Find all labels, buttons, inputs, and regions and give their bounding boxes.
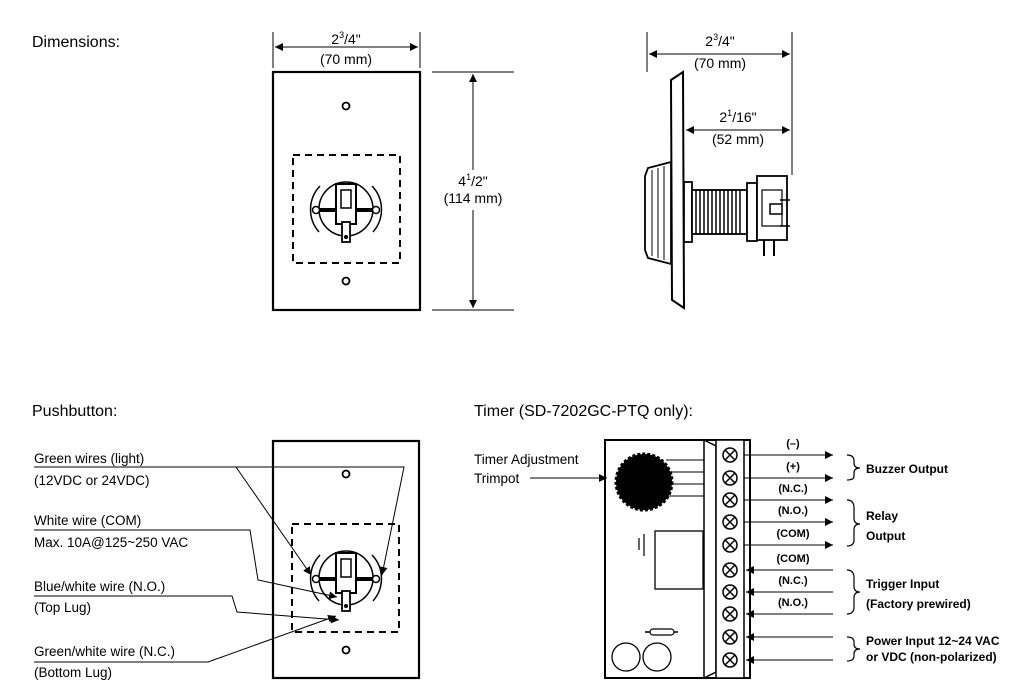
term-label-nc1: (N.C.) <box>778 483 808 495</box>
label-relay-1: Relay <box>866 509 898 523</box>
side-width-mm: (70 mm) <box>694 55 746 71</box>
side-depth-label: 21/16" <box>719 108 756 125</box>
label-green-wires: Green wires (light) <box>34 451 144 466</box>
label-green-wires-voltage: (12VDC or 24VDC) <box>34 473 150 488</box>
terminal-screw-slot <box>724 586 736 598</box>
label-buzzer-output: Buzzer Output <box>866 462 948 476</box>
label-blue-white-wire: Blue/white wire (N.O.) <box>34 579 165 594</box>
front-height-mm: (114 mm) <box>444 190 503 206</box>
front-height-label: 41/2" <box>458 172 487 189</box>
heading-timer: Timer (SD-7202GC-PTQ only): <box>474 403 693 420</box>
front-width-mm: (70 mm) <box>320 51 372 67</box>
label-trimpot-2: Trimpot <box>474 471 520 486</box>
terminal-screw-slot <box>724 539 736 551</box>
pushbutton-view: Green wires (light) (12VDC or 24VDC) Whi… <box>34 439 421 680</box>
terminal-screw-slot <box>724 654 736 666</box>
group-braces <box>846 454 861 662</box>
front-view: 23/4" (70 mm) 41/2" (114 mm) <box>271 30 514 312</box>
heading-pushbutton: Pushbutton: <box>32 403 117 420</box>
label-power-1: Power Input 12~24 VAC <box>866 634 1000 648</box>
term-label-plus: (+) <box>786 461 800 473</box>
label-blue-white-lug: (Top Lug) <box>34 600 91 615</box>
label-green-white-lug: (Bottom Lug) <box>34 665 112 680</box>
terminal-screw-slot <box>724 631 736 643</box>
term-label-minus: (–) <box>786 438 800 450</box>
terminal-screw-slot <box>724 608 736 620</box>
label-trigger-1: Trigger Input <box>866 577 939 591</box>
side-width-label: 23/4" <box>705 32 734 49</box>
term-label-com1: (COM) <box>777 528 810 540</box>
timer-board <box>604 438 751 680</box>
terminal-screw-slot <box>724 472 736 484</box>
heading-dimensions: Dimensions: <box>32 34 120 51</box>
label-trimpot-1: Timer Adjustment <box>474 452 579 467</box>
terminal-screw-slot <box>724 494 736 506</box>
side-depth-mm: (52 mm) <box>712 131 764 147</box>
label-trigger-2: (Factory prewired) <box>866 597 971 611</box>
terminal-wires <box>744 451 833 664</box>
term-label-no2: (N.O.) <box>778 597 808 609</box>
terminal-screw-slot <box>724 516 736 528</box>
terminal-screw-slot <box>724 564 736 576</box>
label-green-white-wire: Green/white wire (N.C.) <box>34 644 175 659</box>
label-power-2: or VDC (non-polarized) <box>866 650 997 664</box>
label-white-wire-max: Max. 10A@125~250 VAC <box>34 535 188 550</box>
side-view: 23/4" (70 mm) 21/16" (52 mm) <box>644 32 793 310</box>
terminal-screw-slot <box>724 449 736 461</box>
term-label-no1: (N.O.) <box>778 505 808 517</box>
label-relay-2: Output <box>866 529 905 543</box>
term-label-com2: (COM) <box>777 553 810 565</box>
front-width-label: 23/4" <box>331 30 360 47</box>
term-label-nc2: (N.C.) <box>778 575 808 587</box>
label-white-wire: White wire (COM) <box>34 513 141 528</box>
